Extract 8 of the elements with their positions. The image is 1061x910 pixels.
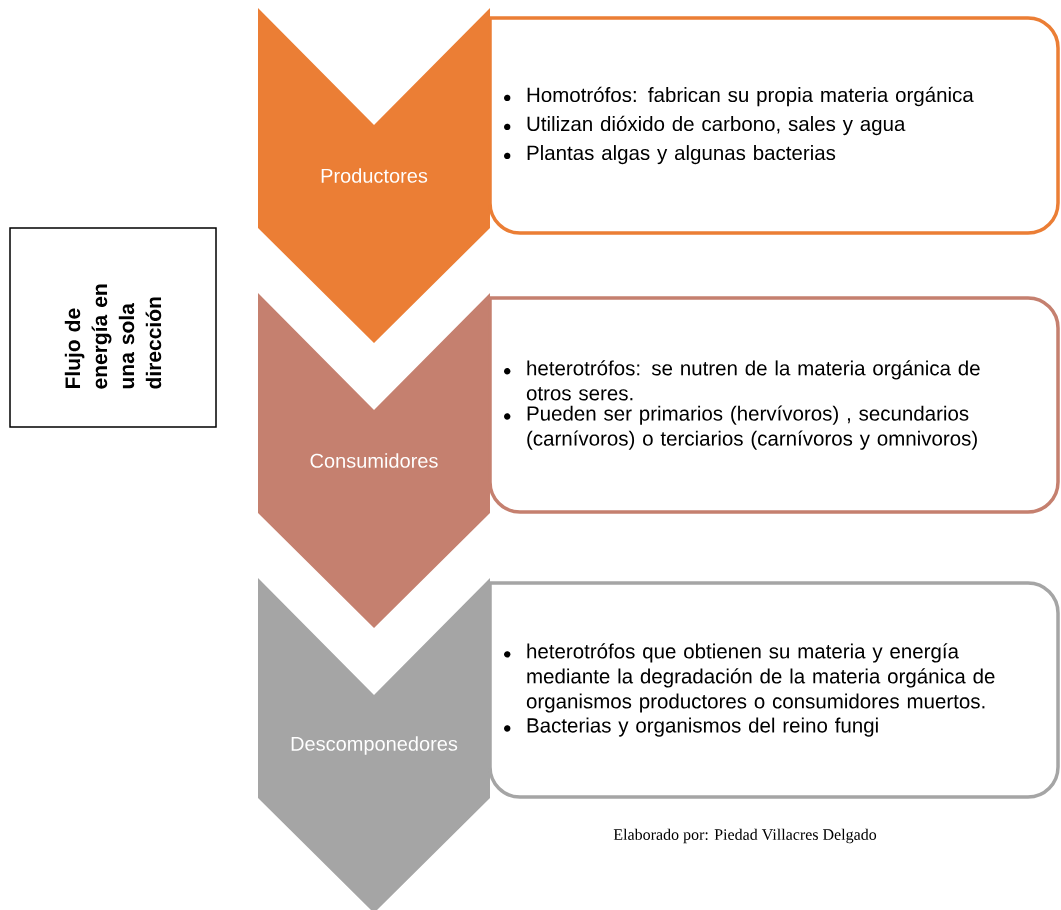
- label-box: Flujo de energía en una sola dirección: [9, 227, 217, 428]
- chevron-band: Descomponedores: [258, 578, 490, 910]
- credit-note: Elaborado por: Piedad Villacres Delgado: [613, 828, 877, 844]
- text-panel: Homotrófos: fabrican su propia materia orgánica Utilizan dióxido de carbono, sales y agua Plantas algas y algunas bacterias: [488, 16, 1060, 235]
- text-panel: heterotrófos que obtienen su materia y energía mediante la degradación de la materia orgánica de organismos productores o consumidores muertos. Bacterias y organismos del reino fungi: [488, 581, 1060, 799]
- text-panel: heterotrófos: se nutren de la materia orgánica de otros seres. Pueden ser primarios (hervívoros) , secundarios (carnívoros) o terciarios (carnívoros y omnivoros): [488, 296, 1060, 514]
- chevron-band: Productores: [258, 8, 490, 343]
- chevron-band: Consumidores: [258, 293, 490, 628]
